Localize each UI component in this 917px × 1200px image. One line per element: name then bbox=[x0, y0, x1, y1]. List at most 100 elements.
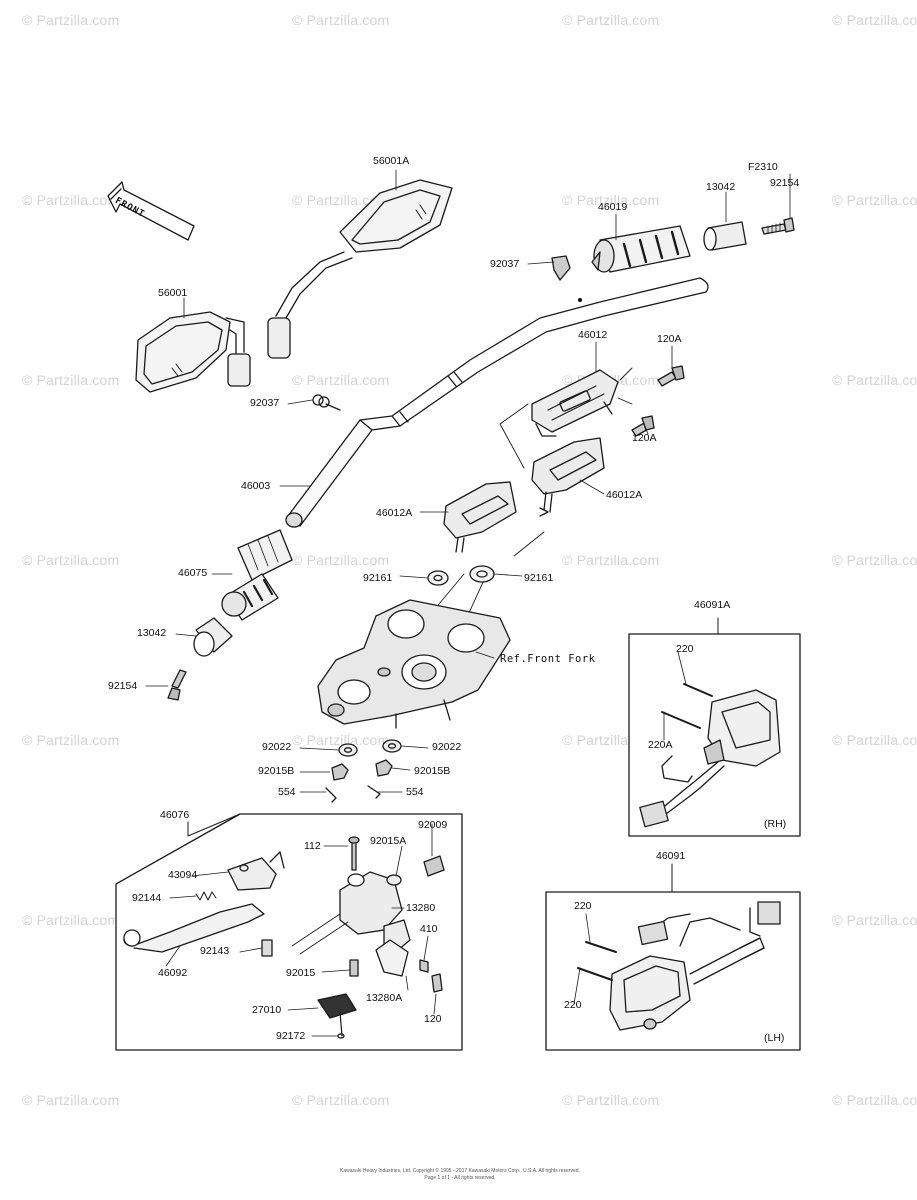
part-label-46012[interactable]: 46012 bbox=[578, 329, 608, 341]
part-label-13280[interactable]: 13280 bbox=[406, 902, 436, 914]
mirror-right bbox=[267, 179, 453, 359]
part-label-13042-top[interactable]: 13042 bbox=[706, 181, 736, 193]
collar-92143 bbox=[261, 939, 273, 957]
watermark-1-0: © Partzilla.com bbox=[22, 192, 120, 208]
part-label-92161-right[interactable]: 92161 bbox=[524, 572, 554, 584]
washers-92022 bbox=[338, 739, 402, 757]
clip-top bbox=[551, 255, 571, 281]
part-label-27010[interactable]: 27010 bbox=[252, 1004, 282, 1016]
throttle-grip bbox=[591, 225, 691, 273]
washers-92161 bbox=[427, 565, 495, 586]
clutch-lever-assembly-box bbox=[115, 813, 463, 1051]
part-label-410[interactable]: 410 bbox=[420, 923, 438, 935]
watermark-1-3: © Partzilla.com bbox=[832, 192, 917, 208]
part-label-46012A-left[interactable]: 46012A bbox=[376, 507, 413, 519]
watermark-3-2: © Partzilla.com bbox=[562, 552, 660, 568]
part-label-92143[interactable]: 92143 bbox=[200, 945, 230, 957]
rh-switch-box bbox=[628, 617, 801, 837]
label-leader-lines bbox=[145, 169, 791, 1037]
watermark-4-1: © Partzilla.com bbox=[292, 732, 390, 748]
watermark-6-3: © Partzilla.com bbox=[832, 1092, 917, 1108]
part-label-46091[interactable]: 46091 bbox=[656, 850, 686, 862]
part-label-112[interactable]: 112 bbox=[304, 840, 321, 852]
left-grip bbox=[221, 529, 293, 621]
copyright-line-2: Page 1 of 1 - All rights reserved. bbox=[424, 1175, 496, 1181]
front-arrow-icon bbox=[107, 181, 195, 241]
watermark-4-0: © Partzilla.com bbox=[22, 732, 120, 748]
watermark-4-3: © Partzilla.com bbox=[832, 732, 917, 748]
part-label-92015[interactable]: 92015 bbox=[286, 967, 316, 979]
watermark-0-2: © Partzilla.com bbox=[562, 12, 660, 28]
watermark-6-1: © Partzilla.com bbox=[292, 1092, 390, 1108]
handlebar-holder-lower-left bbox=[443, 481, 517, 553]
part-label-92161-left[interactable]: 92161 bbox=[363, 572, 393, 584]
part-label-92154-left[interactable]: 92154 bbox=[108, 680, 138, 692]
part-label-92037-top[interactable]: 92037 bbox=[490, 258, 520, 270]
bar-end-weight-left bbox=[167, 617, 233, 701]
watermark-2-3: © Partzilla.com bbox=[832, 372, 917, 388]
leader-connectors bbox=[433, 367, 633, 629]
cotter-pins-554 bbox=[325, 785, 381, 803]
part-label-220-rh[interactable]: 220 bbox=[676, 643, 694, 655]
watermark-0-1: © Partzilla.com bbox=[292, 12, 390, 28]
nuts-92015B bbox=[331, 759, 393, 781]
watermark-0-0: © Partzilla.com bbox=[22, 12, 120, 28]
watermark-5-0: © Partzilla.com bbox=[22, 912, 120, 928]
part-label-56001A[interactable]: 56001A bbox=[373, 155, 410, 167]
lh-switch-box bbox=[545, 863, 801, 1051]
part-label-92015A[interactable]: 92015A bbox=[370, 835, 407, 847]
part-label-92144[interactable]: 92144 bbox=[132, 892, 162, 904]
part-label-120[interactable]: 120 bbox=[424, 1013, 442, 1025]
part-label-F2310[interactable]: F2310 bbox=[748, 161, 778, 173]
spring-92144 bbox=[195, 891, 217, 901]
part-label-92015B-right[interactable]: 92015B bbox=[414, 765, 451, 777]
part-label-46091A[interactable]: 46091A bbox=[694, 599, 731, 611]
bar-end-weight-right bbox=[703, 217, 795, 251]
part-label-220-lh-bottom[interactable]: 220 bbox=[564, 999, 582, 1011]
watermark-1-2: © Partzilla.com bbox=[562, 192, 660, 208]
part-label-13280A[interactable]: 13280A bbox=[366, 992, 403, 1004]
part-label-554-left[interactable]: 554 bbox=[278, 786, 296, 798]
part-label-46092[interactable]: 46092 bbox=[158, 967, 188, 979]
part-label-554-right[interactable]: 554 bbox=[406, 786, 424, 798]
watermark-6-0: © Partzilla.com bbox=[22, 1092, 120, 1108]
part-label-92015B-left[interactable]: 92015B bbox=[258, 765, 295, 777]
rh-box-tag: (RH) bbox=[764, 818, 787, 830]
part-label-56001[interactable]: 56001 bbox=[158, 287, 188, 299]
part-label-120A-bottom[interactable]: 120A bbox=[632, 432, 657, 444]
watermark-3-1: © Partzilla.com bbox=[292, 552, 390, 568]
watermark-2-1: © Partzilla.com bbox=[292, 372, 390, 388]
part-label-92172[interactable]: 92172 bbox=[276, 1030, 306, 1042]
part-label-46019[interactable]: 46019 bbox=[598, 201, 628, 213]
lever-holder-43094 bbox=[227, 851, 285, 891]
clip-left bbox=[312, 394, 341, 411]
part-label-220A-rh[interactable]: 220A bbox=[648, 739, 673, 751]
part-label-46003[interactable]: 46003 bbox=[241, 480, 271, 492]
part-label-92022-right[interactable]: 92022 bbox=[432, 741, 462, 753]
copyright-line-1: Kawasaki Heavy Industries, Ltd. Copyrigh… bbox=[340, 1168, 580, 1174]
watermark-1-1: © Partzilla.com bbox=[292, 192, 390, 208]
part-label-92009[interactable]: 92009 bbox=[418, 819, 448, 831]
part-label-46075[interactable]: 46075 bbox=[178, 567, 208, 579]
part-label-92022-left[interactable]: 92022 bbox=[262, 741, 292, 753]
part-label-43094[interactable]: 43094 bbox=[168, 869, 198, 881]
steering-stem-clamp bbox=[317, 599, 511, 729]
part-label-92154-top[interactable]: 92154 bbox=[770, 177, 800, 189]
watermark-0-3: © Partzilla.com bbox=[832, 12, 917, 28]
part-label-46012A-right[interactable]: 46012A bbox=[606, 489, 643, 501]
handlebar bbox=[285, 277, 709, 528]
part-label-220-lh-top[interactable]: 220 bbox=[574, 900, 592, 912]
mirror-left bbox=[135, 311, 251, 393]
watermark-3-3: © Partzilla.com bbox=[832, 552, 917, 568]
clutch-lever bbox=[123, 903, 265, 953]
watermark-5-3: © Partzilla.com bbox=[832, 912, 917, 928]
part-label-46076[interactable]: 46076 bbox=[160, 809, 190, 821]
watermark-6-2: © Partzilla.com bbox=[562, 1092, 660, 1108]
clutch-switch bbox=[317, 993, 357, 1039]
part-label-92037-left[interactable]: 92037 bbox=[250, 397, 280, 409]
ref-front-fork-label: Ref.Front Fork bbox=[500, 653, 596, 665]
part-label-120A-top[interactable]: 120A bbox=[657, 333, 682, 345]
part-label-13042-left[interactable]: 13042 bbox=[137, 627, 167, 639]
